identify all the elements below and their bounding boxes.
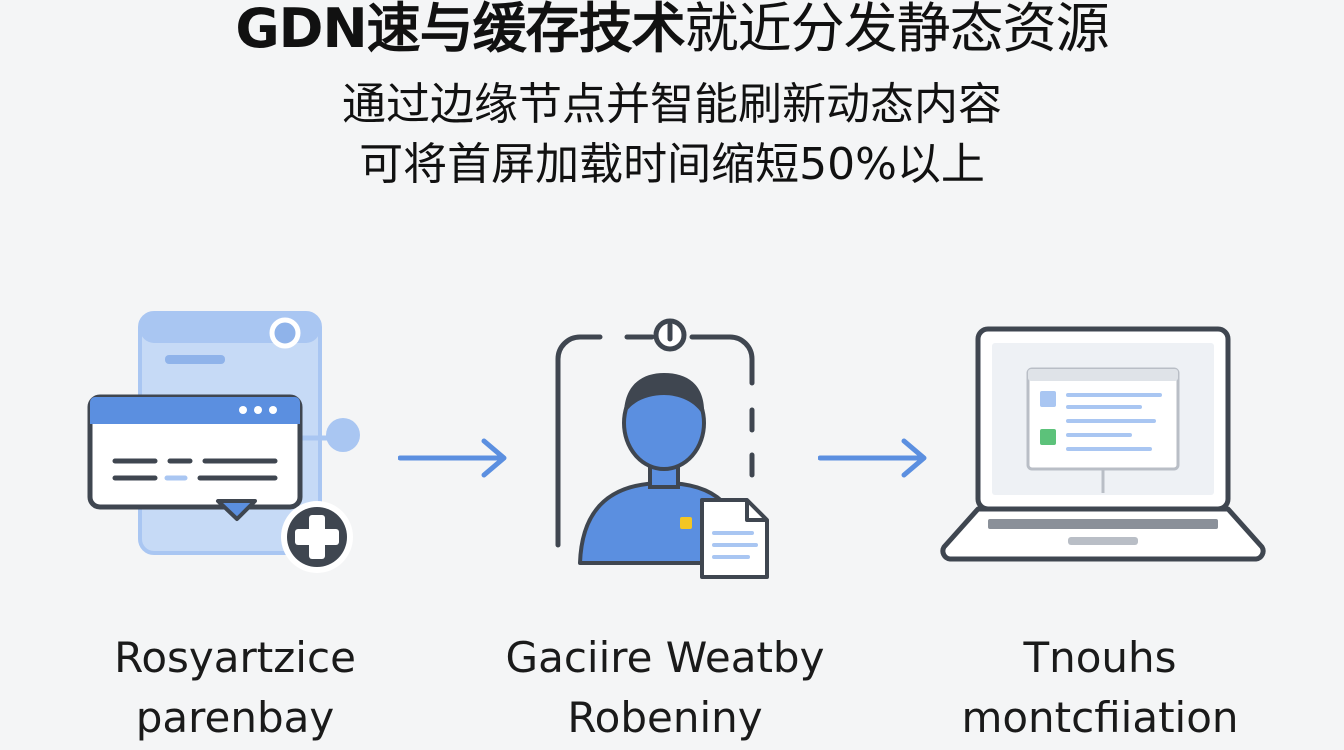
user-document-icon	[552, 315, 777, 580]
laptop-icon	[940, 325, 1270, 565]
step-caption-line: montcfiiation	[961, 693, 1239, 742]
subtitle-line-1: 通过边缘节点并智能刷新动态内容	[342, 79, 1002, 130]
subtitle-line-2: 可将首屏加载时间缩短50%以上	[359, 139, 985, 190]
browser-windows-icon	[85, 305, 370, 580]
step-caption: Rosyartzice parenbay	[60, 628, 410, 748]
step-caption-line: Rosyartzice	[114, 633, 356, 682]
step-caption-line: Gaciire Weatby	[505, 633, 825, 682]
step-caption-line: parenbay	[135, 693, 335, 742]
step-caption: Tnouhs montcfiiation	[920, 628, 1280, 748]
headline-title-bold: GDN速与缓存技术	[235, 0, 685, 60]
step-caption-line: Robeniny	[567, 693, 763, 742]
step-caption-line: Tnouhs	[1023, 633, 1177, 682]
step-caption: Gaciire Weatby Robeniny	[470, 628, 860, 748]
arrow-right-icon	[397, 436, 510, 484]
headline-title-rest: 就近分发静态资源	[684, 0, 1110, 60]
headline-title: GDN速与缓存技术就近分发静态资源	[0, 0, 1344, 58]
arrow-right-icon	[817, 436, 930, 484]
